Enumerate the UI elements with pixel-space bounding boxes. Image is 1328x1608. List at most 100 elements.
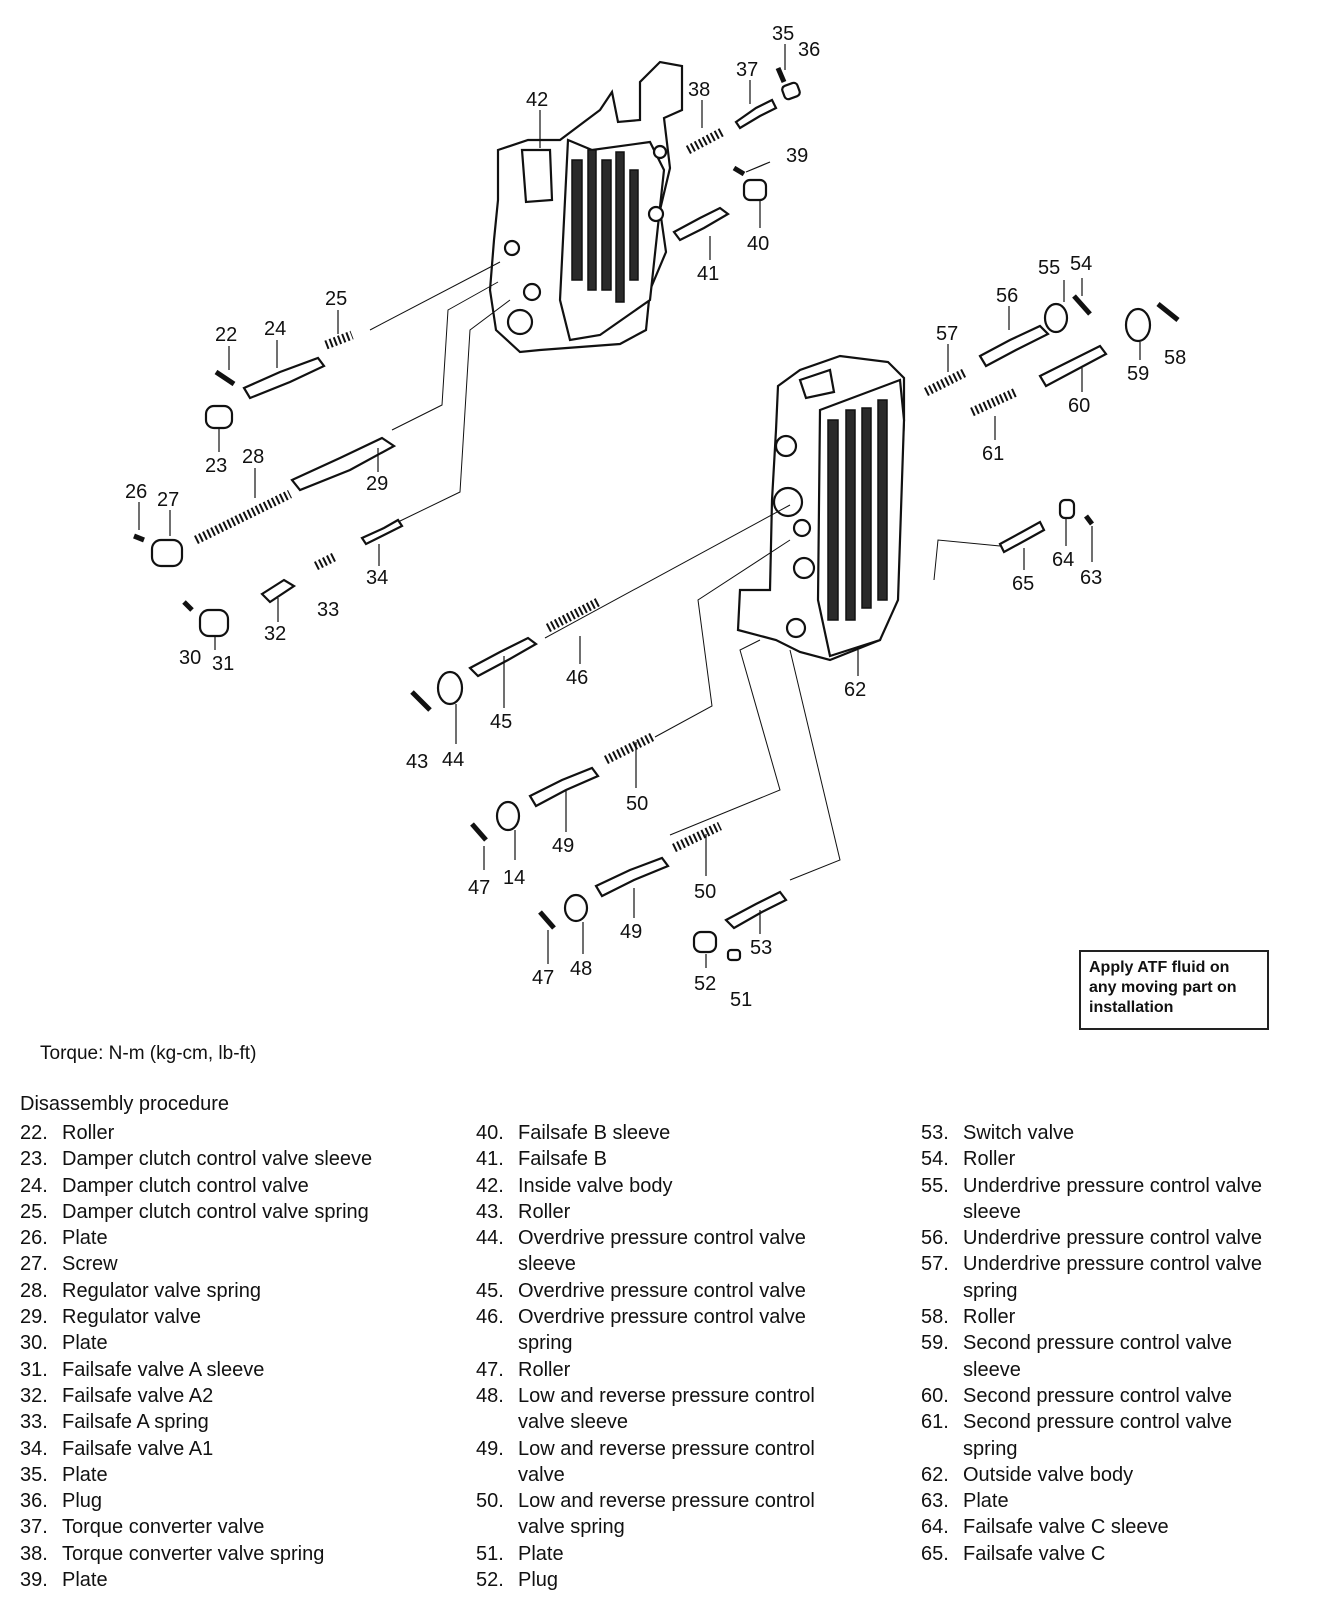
callout-50a: 50	[626, 793, 648, 815]
callout-34: 34	[366, 567, 388, 589]
part-number	[921, 1278, 963, 1304]
note-line: Apply ATF fluid on	[1089, 959, 1230, 976]
part-name: Roller	[62, 1122, 115, 1144]
part-number: 38.	[20, 1542, 48, 1565]
parts-list-item: spring	[921, 1278, 1321, 1304]
part-name: sleeve	[963, 1200, 1021, 1223]
part-number	[921, 1199, 963, 1225]
part-name: spring	[963, 1437, 1018, 1460]
parts-list-item: 61.Second pressure control valve	[921, 1409, 1321, 1435]
part-number: 29.	[20, 1306, 48, 1329]
parts-lower	[410, 598, 788, 962]
parts-list-item: 49.Low and reverse pressure control	[476, 1436, 886, 1462]
part-name: Second pressure control valve	[963, 1411, 1233, 1434]
parts-list-item: 54.Roller	[921, 1146, 1321, 1172]
part-name: Regulator valve	[62, 1306, 201, 1329]
part-name: Overdrive pressure control valve	[518, 1279, 806, 1302]
callout-61: 61	[982, 443, 1004, 465]
callout-49b: 49	[620, 921, 642, 943]
part-name: Plate	[963, 1490, 1009, 1513]
callout-43: 43	[406, 751, 428, 773]
parts-list-item: valve spring	[476, 1514, 886, 1540]
part-name: Low and reverse pressure control	[518, 1490, 815, 1513]
part-name: Failsafe valve A1	[62, 1437, 214, 1460]
part-number: 33.	[20, 1411, 48, 1434]
part-number: 43.	[476, 1200, 504, 1223]
callout-38: 38	[688, 79, 710, 101]
callout-23: 23	[205, 455, 227, 477]
part-name: spring	[518, 1332, 573, 1355]
parts-list-item: sleeve	[921, 1357, 1321, 1383]
parts-list-item: valve sleeve	[476, 1409, 886, 1435]
callout-65: 65	[1012, 573, 1034, 595]
parts-list-item: 50. Low and reverse pressure control	[476, 1488, 886, 1514]
part-number: 23.	[20, 1148, 48, 1171]
callout-58: 58	[1164, 347, 1186, 369]
part-name: sleeve	[518, 1253, 576, 1276]
part-name: Plug	[62, 1490, 103, 1513]
part-name: Overdrive pressure control valve	[518, 1306, 806, 1329]
parts-list-item: spring	[476, 1330, 886, 1356]
part-name: Failsafe valve C	[963, 1542, 1106, 1565]
parts-list-item: 26.Plate	[20, 1225, 460, 1251]
callout-42: 42	[526, 89, 548, 111]
note-line: any moving part on	[1089, 979, 1237, 996]
callout-54: 54	[1070, 253, 1092, 275]
callout-leaders	[138, 44, 1141, 968]
part-name: Failsafe valve A sleeve	[62, 1358, 265, 1381]
parts-list-item: 43. Roller	[476, 1199, 886, 1225]
part-number	[921, 1357, 963, 1383]
parts-list-item: 60.Second pressure control valve	[921, 1383, 1321, 1409]
disassembly-procedure-title: Disassembly procedure	[20, 1093, 229, 1115]
callout-55: 55	[1038, 257, 1060, 279]
callout-31: 31	[212, 653, 234, 675]
parts-list-item: 51.Plate	[476, 1541, 886, 1567]
parts-list-item: 48. Low and reverse pressure control	[476, 1383, 886, 1409]
parts-list-item: 23.Damper clutch control valve sleeve	[20, 1146, 460, 1172]
parts-list-item: 25.Damper clutch control valve spring	[20, 1199, 460, 1225]
part-name: valve spring	[518, 1516, 625, 1539]
parts-list-item: 38.Torque converter valve spring	[20, 1541, 460, 1567]
torque-units-label: Torque: N-m (kg-cm, lb-ft)	[40, 1043, 257, 1064]
parts-list-item: 29. Regulator valve	[20, 1304, 460, 1330]
part-name: Underdrive pressure control valve	[963, 1253, 1263, 1276]
inside-valve-body	[488, 60, 684, 354]
part-number: 64.	[921, 1516, 949, 1539]
part-number: 52.	[476, 1569, 504, 1592]
parts-list-item: 41.Failsafe B	[476, 1146, 886, 1172]
parts-list-item: 32.Failsafe valve A2	[20, 1383, 460, 1409]
part-number: 50.	[476, 1490, 504, 1513]
part-number: 54.	[921, 1148, 949, 1171]
callout-32: 32	[264, 623, 286, 645]
callout-59: 59	[1127, 363, 1149, 385]
part-name: Plate	[62, 1227, 108, 1250]
part-name: spring	[963, 1279, 1018, 1302]
parts-list-item: 63.Plate	[921, 1488, 1321, 1514]
part-name: Low and reverse pressure control	[518, 1384, 815, 1407]
parts-list-item: 27.Screw	[20, 1251, 460, 1277]
part-number: 28.	[20, 1279, 48, 1302]
parts-list-item: 30.Plate	[20, 1330, 460, 1356]
callout-35: 35	[772, 23, 794, 45]
parts-list-item: 52.Plug	[476, 1567, 886, 1593]
part-number: 36.	[20, 1490, 48, 1513]
callout-51: 51	[730, 989, 752, 1011]
callout-14: 14	[503, 867, 525, 889]
callout-27: 27	[157, 489, 179, 511]
part-name: Roller	[518, 1200, 571, 1223]
callout-48: 48	[570, 958, 592, 980]
callout-45: 45	[490, 711, 512, 733]
parts-list-item: 62.Outside valve body	[921, 1462, 1321, 1488]
callout-39: 39	[786, 145, 808, 167]
callout-56: 56	[996, 285, 1018, 307]
part-number: 37.	[20, 1516, 48, 1539]
part-number: 48.	[476, 1384, 504, 1407]
part-name: Underdrive pressure control valve	[963, 1227, 1263, 1250]
parts-list-item: 55.Underdrive pressure control valve	[921, 1173, 1321, 1199]
part-name: Screw	[62, 1253, 118, 1276]
parts-upper	[133, 67, 801, 638]
callout-29: 29	[366, 473, 388, 495]
